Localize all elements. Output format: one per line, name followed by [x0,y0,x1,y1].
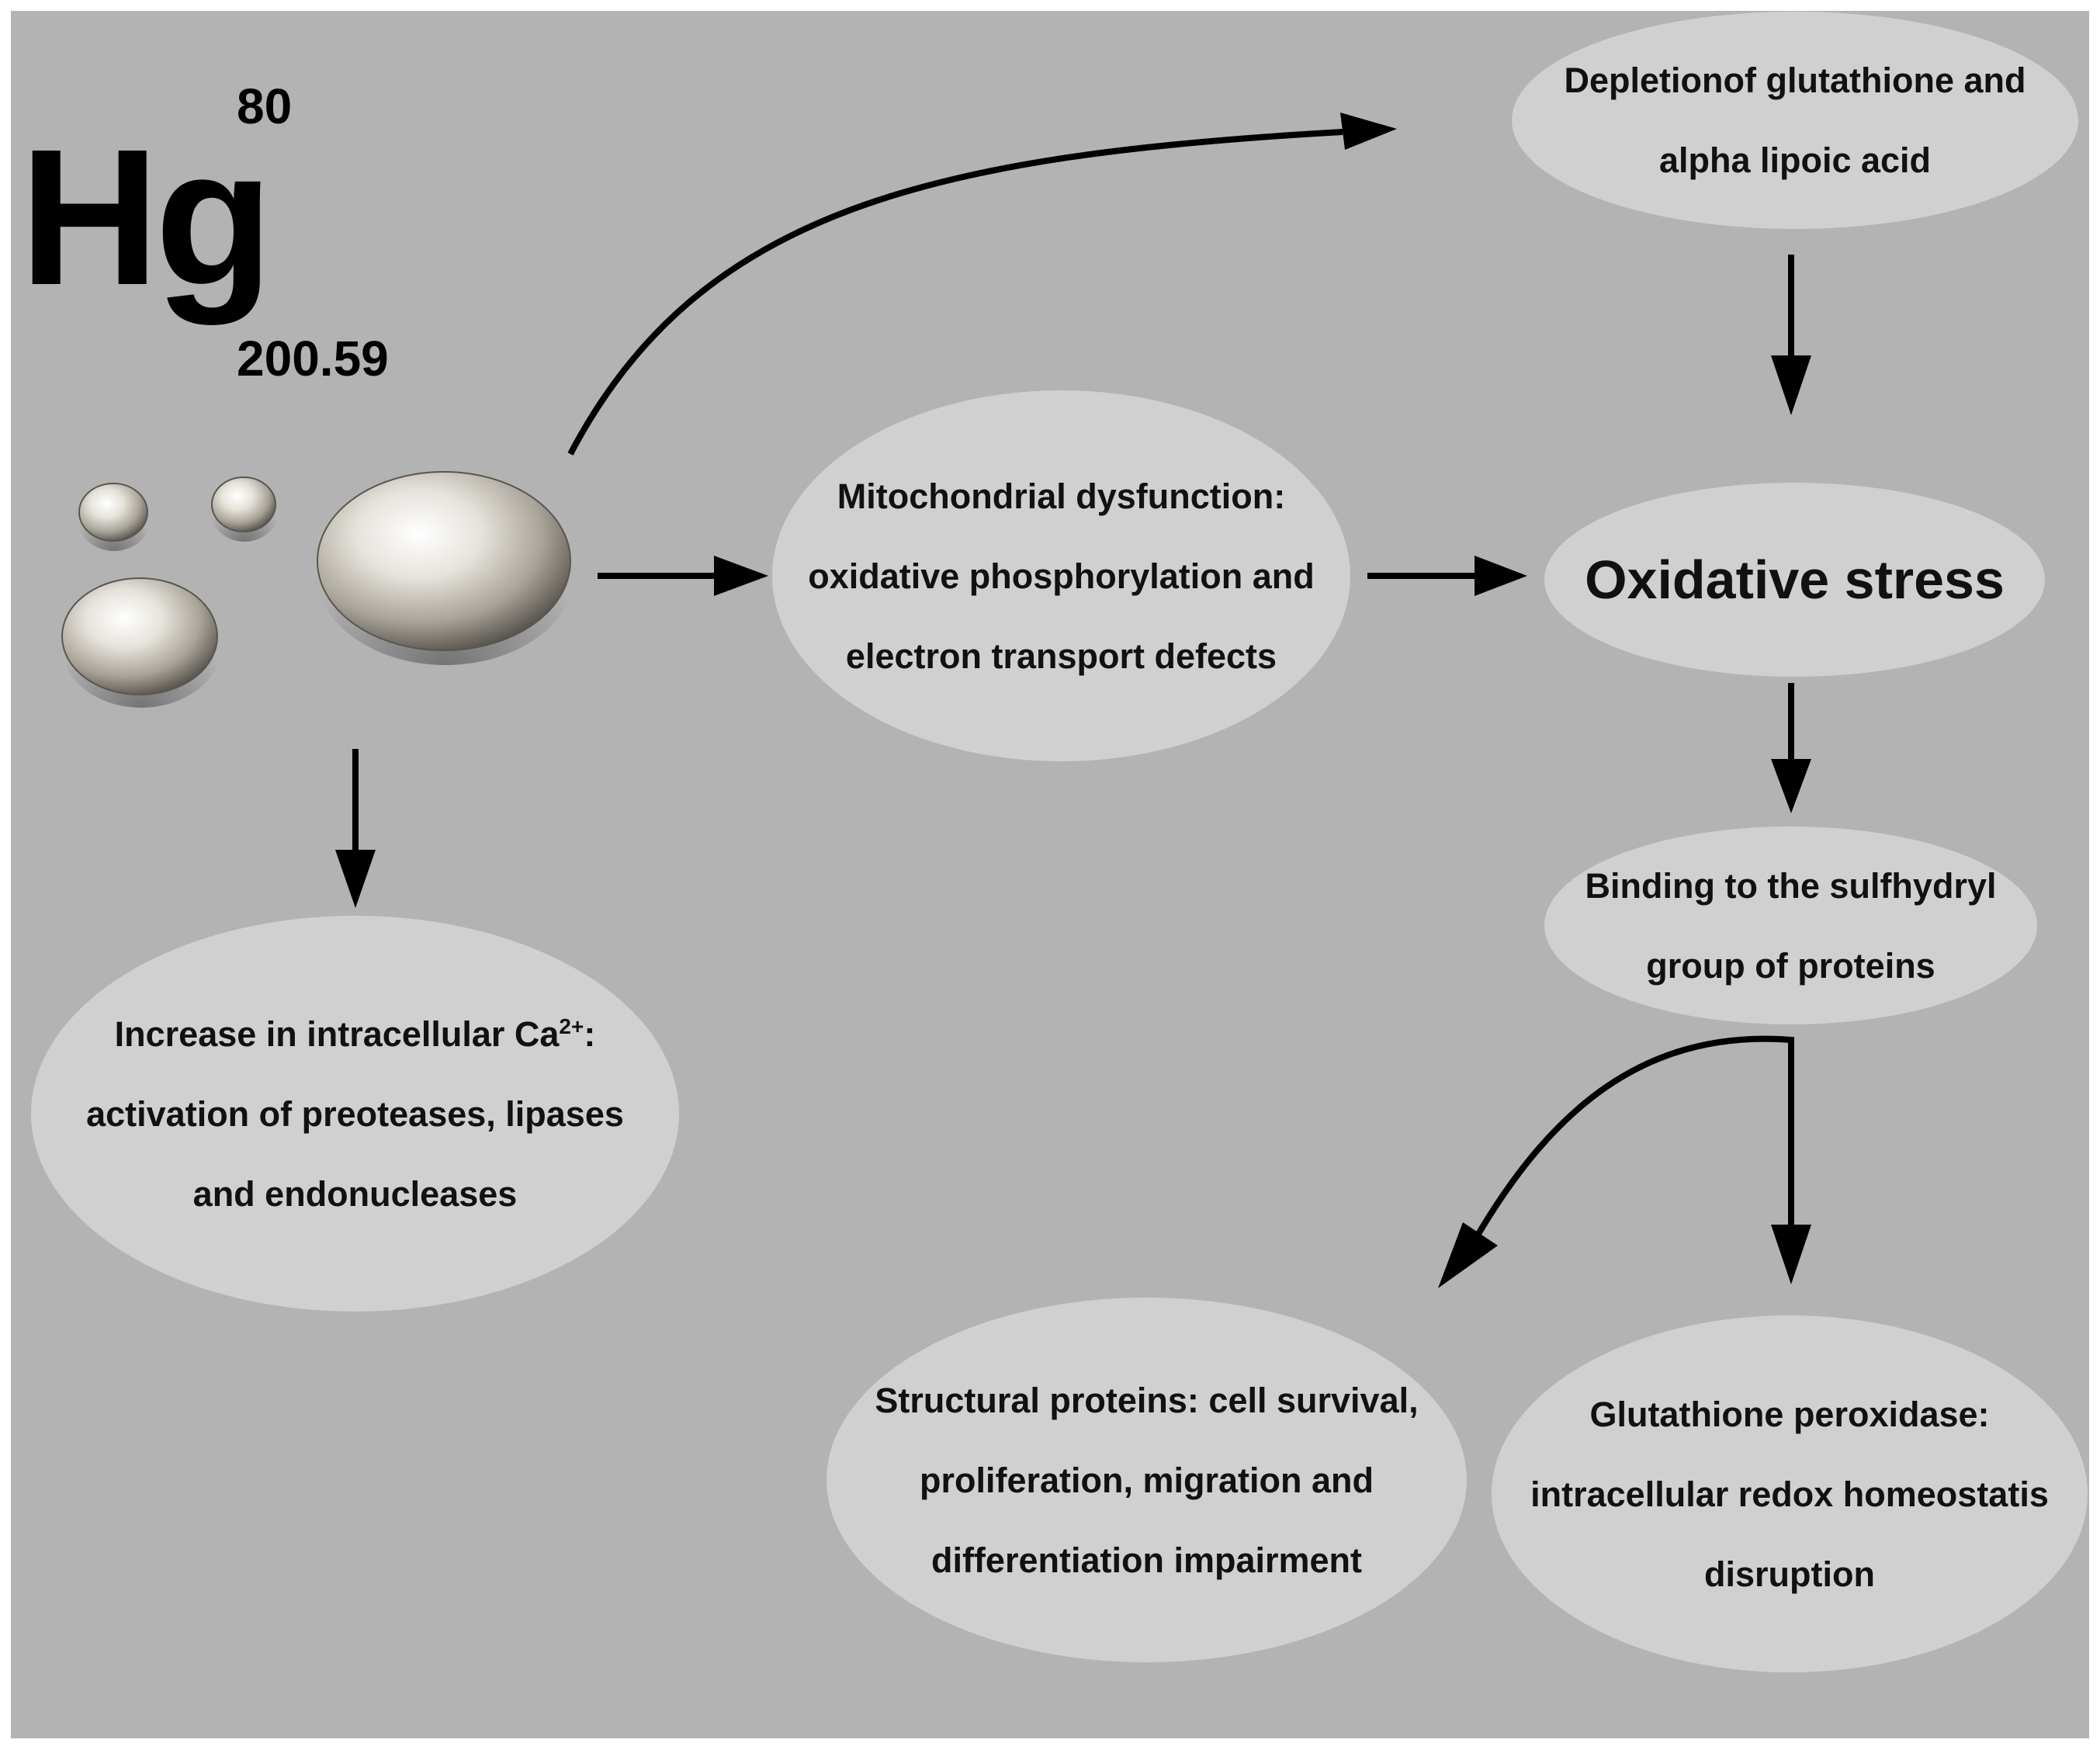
node-mitochondrial-line-2: oxidative phosphorylation and [808,556,1315,596]
droplet-small-2 [210,476,279,542]
node-oxidative-stress: Oxidative stress [1544,483,2045,677]
node-depletion-line-2: alpha lipoic acid [1658,140,1932,180]
element-atomic-mass: 200.59 [237,331,389,386]
arrowhead-calcium [335,850,376,908]
element-symbol: Hg [19,109,273,325]
node-glutathione-line-2: intracellular redox homeostatis [1530,1474,2049,1514]
node-mitochondrial-line-1: Mitochondrial dysfunction: [837,476,1286,516]
arrowhead-structural [1438,1222,1498,1288]
node-structural-line-2: proliferation, migration and [919,1460,1374,1500]
node-oxidative-label: Oxidative stress [1585,549,2005,610]
node-calcium-line-2: activation of preoteases, lipases [86,1093,624,1134]
arrowhead-glutathione [1771,1225,1811,1284]
node-glutathione-line-3: disruption [1704,1554,1875,1594]
node-calcium-prefix: Increase in intracellular Ca [114,1014,560,1054]
arrowhead-oxidative [1475,556,1527,596]
node-calcium-increase: Increase in intracellular Ca2+: activati… [31,916,679,1312]
arrowhead-depletion [1340,113,1397,150]
node-structural-proteins: Structural proteins: cell survival, prol… [826,1298,1467,1662]
node-binding-line-2: group of proteins [1646,945,1935,986]
node-calcium-line-1: Increase in intracellular Ca2+: [86,994,624,1074]
node-calcium-line-3: and endonucleases [192,1173,518,1214]
node-depletion-line-1: Depletionof glutathione and [1564,61,2026,100]
node-glutathione-peroxidase: Glutathione peroxidase: intracellular re… [1492,1315,2088,1672]
node-structural-line-1: Structural proteins: cell survival, [875,1380,1419,1420]
droplet-medium [61,577,222,708]
element-atomic-number: 80 [237,78,293,134]
node-mitochondrial-line-3: electron transport defects [845,636,1277,676]
droplet-small-1 [78,483,151,551]
droplet-large [315,471,576,665]
arrowhead-mitochondrial [714,556,768,596]
node-glutathione-line-1: Glutathione peroxidase: [1589,1394,1990,1434]
node-binding-line-1: Binding to the sulfhydryl [1585,865,1997,906]
arrow-binding-to-structural [1475,1035,1794,1236]
arrow-hg-to-depletion [567,129,1343,456]
arrowhead-oxidative-down [1771,759,1811,813]
node-structural-line-3: differentiation impairment [930,1540,1363,1580]
node-calcium-suffix: : [584,1014,596,1054]
node-mitochondrial-dysfunction: Mitochondrial dysfunction: oxidative pho… [772,390,1350,761]
node-depletion-glutathione: Depletionof glutathione and alpha lipoic… [1512,12,2078,229]
arrowhead-depletion-down [1771,355,1811,415]
node-binding-sulfhydryl: Binding to the sulfhydryl group of prote… [1544,826,2037,1024]
node-calcium-superscript: 2+ [559,1014,584,1038]
mercury-droplets-image [61,471,576,708]
